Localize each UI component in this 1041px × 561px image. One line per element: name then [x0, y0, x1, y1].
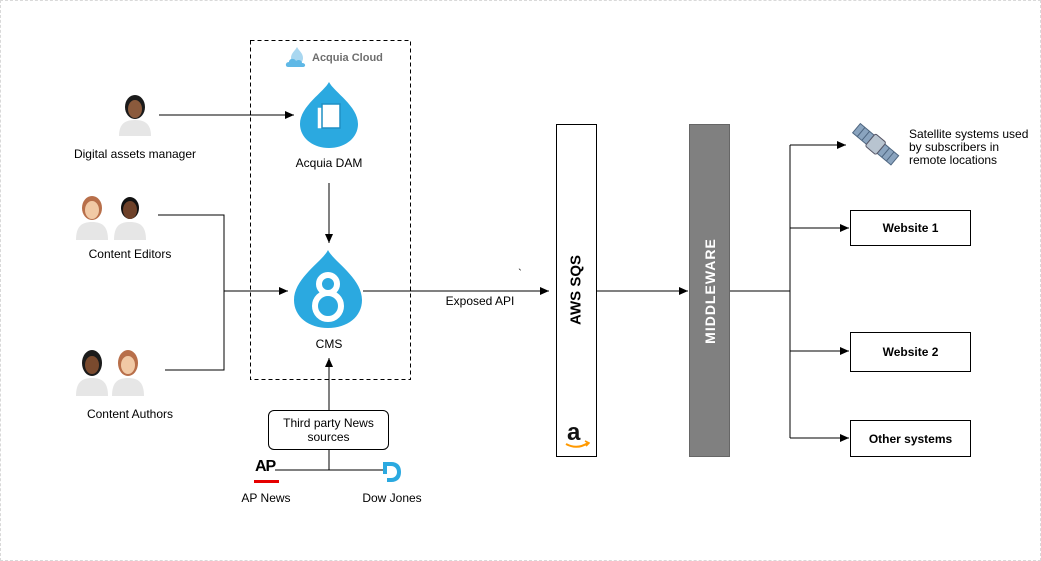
cms-node	[292, 248, 364, 330]
cms-label: CMS	[315, 337, 343, 351]
ap-logo-text: AP	[255, 458, 276, 475]
dam-manager-label: Digital assets manager	[73, 147, 197, 161]
dow-jones-icon	[383, 462, 401, 482]
exposed-api-label: Exposed API	[445, 294, 515, 308]
user-group-icon	[76, 350, 144, 396]
content-editors-avatars	[76, 192, 150, 240]
user-icon	[119, 95, 151, 136]
drupal-icon	[294, 250, 362, 328]
satellite-label: Satellite systems used by subscribers in…	[909, 127, 1029, 167]
acquia-dam-node	[298, 80, 360, 150]
satellite-icon	[851, 122, 900, 166]
user-group-icon	[76, 196, 146, 240]
cloud-icon	[285, 47, 306, 67]
other-systems-box: Other systems	[850, 420, 971, 457]
middleware-box: MIDDLEWARE	[689, 124, 730, 457]
aws-sqs-box: AWS SQS a	[556, 124, 597, 457]
website-2-box: Website 2	[850, 332, 971, 372]
acquia-dam-label: Acquia DAM	[295, 156, 363, 170]
third-party-news-box: Third party News sources	[268, 410, 389, 450]
ap-logo-underline	[254, 480, 279, 483]
satellite-node	[848, 120, 902, 170]
dow-jones-logo	[381, 460, 403, 484]
dow-jones-label: Dow Jones	[362, 491, 422, 505]
ap-logo: AP	[254, 458, 280, 486]
amazon-icon: a	[565, 419, 590, 448]
edge-editors-to-cms	[158, 214, 225, 371]
drupal-dam-icon	[300, 82, 358, 148]
middleware-label: MIDDLEWARE	[702, 238, 718, 344]
acquia-cloud-header: Acquia Cloud	[284, 45, 394, 71]
ap-news-label: AP News	[241, 491, 291, 505]
acquia-cloud-label: Acquia Cloud	[312, 52, 383, 64]
aws-sqs-label: AWS SQS	[567, 255, 585, 326]
content-editors-label: Content Editors	[88, 247, 172, 261]
content-authors-label: Content Authors	[86, 407, 174, 421]
svg-text:a: a	[567, 419, 581, 446]
acquia-cloud-container	[250, 40, 411, 380]
dam-manager-avatar	[117, 94, 153, 136]
stray-tick-mark: `	[518, 268, 522, 280]
content-authors-avatars	[76, 346, 150, 396]
website-1-box: Website 1	[850, 210, 971, 246]
